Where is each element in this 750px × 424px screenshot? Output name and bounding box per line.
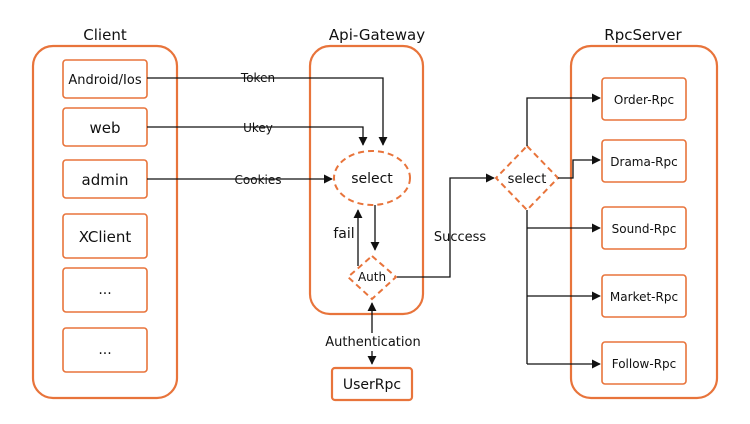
success-label: Success (434, 230, 487, 245)
gateway-select-label: select (351, 171, 393, 187)
rpc-item-drama (601, 139, 687, 183)
rpc-item-order (601, 77, 687, 121)
rpc-item-sound (601, 206, 687, 250)
client-item-label: ... (98, 282, 111, 298)
authentication-label-bg (318, 333, 428, 351)
gateway-select-node (333, 150, 411, 206)
client-item-more-2 (62, 327, 148, 373)
client-item-label: web (89, 119, 120, 137)
authentication-label: Authentication (325, 335, 420, 350)
gateway-auth-label: Auth (358, 270, 386, 284)
rpc-item-label: Follow-Rpc (612, 357, 677, 371)
ukey-edge (147, 126, 368, 146)
rpcserver-title: RpcServer (604, 26, 682, 44)
rpc-item-label: Order-Rpc (614, 93, 674, 107)
token-edge (147, 77, 388, 146)
client-title: Client (83, 26, 127, 44)
userrpc-box (330, 366, 414, 402)
rpc-item-follow (601, 341, 687, 385)
router-select-node (494, 144, 560, 212)
userrpc-label: UserRpc (343, 377, 401, 393)
client-item-more-1 (62, 267, 148, 313)
gateway-auth-node (346, 254, 398, 301)
client-item-label: admin (82, 171, 129, 189)
client-item-android-ios (62, 59, 148, 99)
success-edge (397, 173, 495, 278)
token-label: Token (240, 71, 275, 85)
rpc-item-market (601, 274, 687, 318)
ukey-label: Ukey (243, 121, 273, 135)
router-to-drama-edge (558, 155, 601, 179)
router-select-label: select (508, 172, 547, 187)
client-item-label: Android/Ios (68, 73, 141, 88)
client-item-label: ... (98, 342, 111, 358)
rpc-item-label: Market-Rpc (610, 290, 678, 304)
rpc-item-label: Drama-Rpc (610, 155, 677, 169)
client-item-label: XClient (79, 228, 132, 246)
router-to-order-edge (526, 93, 601, 146)
client-item-xclient (62, 213, 148, 259)
rpc-item-label: Sound-Rpc (612, 222, 677, 236)
cookies-label: Cookies (235, 173, 282, 187)
fail-label: fail (333, 226, 354, 242)
gateway-title: Api-Gateway (329, 26, 425, 44)
